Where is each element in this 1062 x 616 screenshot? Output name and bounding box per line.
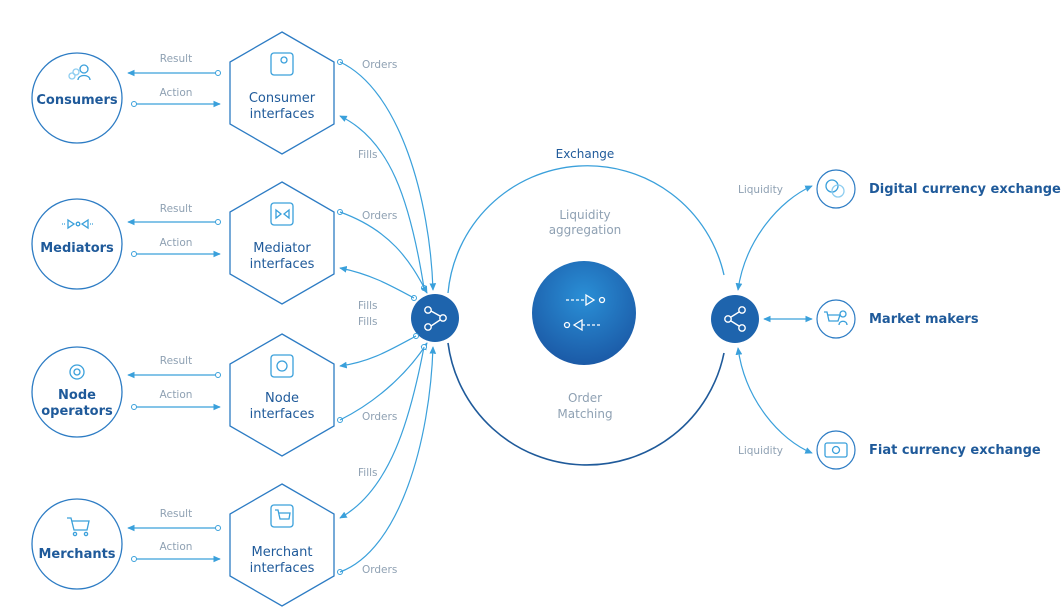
action-label: Action bbox=[160, 541, 193, 553]
exchange-group: Exchange Liquidity aggregation Order Mat… bbox=[411, 147, 759, 466]
participant-label: operators bbox=[41, 404, 113, 419]
result-label: Result bbox=[160, 508, 192, 520]
fills-label: Fills bbox=[358, 316, 378, 328]
fills-label: Fills bbox=[358, 149, 378, 161]
participant-row-merchants: Merchants Result Action Merchant interfa… bbox=[31, 467, 397, 607]
participant-label: Node bbox=[58, 388, 96, 403]
interface-label: Consumer bbox=[249, 91, 316, 106]
people-icon bbox=[270, 52, 294, 76]
share-icon bbox=[724, 306, 746, 332]
exchange-title: Exchange bbox=[556, 147, 615, 161]
participant-node bbox=[31, 52, 123, 144]
external-fiat-currency-exchange: Fiat currency exchange Liquidity bbox=[735, 347, 1041, 470]
people-icon bbox=[68, 64, 91, 81]
orders-label: Orders bbox=[362, 411, 397, 423]
liquidity-flow bbox=[735, 347, 813, 454]
cart-icon bbox=[67, 517, 90, 537]
external-node bbox=[816, 430, 856, 470]
interface-label: Node bbox=[265, 391, 299, 406]
participant-label: Consumers bbox=[36, 93, 117, 108]
liquidity-aggregation-line2: aggregation bbox=[549, 223, 622, 237]
external-market-makers: Market makers bbox=[763, 299, 979, 339]
liquidity-label: Liquidity bbox=[738, 184, 783, 196]
participant-row-node-operators: Node operators Result Action Node interf… bbox=[31, 316, 397, 457]
participant-row-consumers: Consumers Result Action Consumer interfa… bbox=[31, 31, 397, 161]
gear-icon bbox=[270, 354, 294, 378]
external-node bbox=[816, 169, 856, 209]
cart-icon bbox=[270, 504, 294, 528]
gear-icon bbox=[69, 364, 85, 380]
participant-label: Merchants bbox=[38, 547, 115, 562]
orders-flow bbox=[339, 342, 428, 421]
fills-flow bbox=[339, 266, 415, 299]
orders-flow bbox=[339, 346, 437, 573]
external-label: Fiat currency exchange bbox=[869, 443, 1041, 458]
external-node bbox=[816, 299, 856, 339]
interface-hexagon bbox=[229, 181, 335, 305]
mediator-icon bbox=[62, 218, 94, 230]
share-icon bbox=[424, 306, 447, 331]
participant-row-mediators: Mediators Result Action Mediator interfa… bbox=[31, 181, 397, 312]
orders-label: Orders bbox=[362, 59, 397, 71]
external-digital-currency-exchange: Digital currency exchange Liquidity bbox=[735, 169, 1061, 291]
result-label: Result bbox=[160, 53, 192, 65]
liquidity-aggregation-line1: Liquidity bbox=[559, 208, 610, 222]
interface-label: interfaces bbox=[250, 407, 315, 422]
liquidity-flow bbox=[735, 185, 813, 291]
cart-person-icon bbox=[824, 310, 848, 326]
interface-label: interfaces bbox=[250, 107, 315, 122]
participant-node bbox=[31, 198, 123, 290]
interface-hexagon bbox=[229, 333, 335, 457]
action-label: Action bbox=[160, 237, 193, 249]
order-fill-flows bbox=[337, 59, 437, 575]
interface-label: interfaces bbox=[250, 257, 315, 272]
fills-flow bbox=[339, 115, 425, 289]
mediator-icon bbox=[270, 202, 294, 226]
interface-label: Merchant bbox=[252, 545, 313, 560]
interface-label: interfaces bbox=[250, 561, 315, 576]
orders-flow bbox=[339, 211, 428, 294]
banknote-icon bbox=[824, 442, 848, 458]
order-matching-line2: Matching bbox=[557, 407, 612, 421]
result-label: Result bbox=[160, 355, 192, 367]
order-matching-line1: Order bbox=[568, 391, 602, 405]
exchange-arc-bottom bbox=[447, 342, 725, 466]
participant-node bbox=[31, 346, 123, 438]
orders-label: Orders bbox=[362, 564, 397, 576]
result-label: Result bbox=[160, 203, 192, 215]
right-hub-node bbox=[711, 295, 759, 343]
orders-flow bbox=[339, 61, 437, 291]
fills-label: Fills bbox=[358, 467, 378, 479]
interface-hexagon bbox=[229, 31, 335, 155]
fills-label: Fills bbox=[358, 300, 378, 312]
participant-label: Mediators bbox=[40, 241, 114, 256]
participant-node bbox=[31, 498, 123, 590]
orders-label: Orders bbox=[362, 210, 397, 222]
order-matching-icon bbox=[563, 293, 606, 332]
interface-hexagon bbox=[229, 483, 335, 607]
action-label: Action bbox=[160, 87, 193, 99]
exchange-arc-top bbox=[447, 165, 725, 294]
fills-flow bbox=[339, 335, 417, 369]
coins-icon bbox=[825, 179, 845, 198]
external-label: Digital currency exchange bbox=[869, 182, 1061, 197]
liquidity-label: Liquidity bbox=[738, 445, 783, 457]
left-hub-node bbox=[411, 294, 459, 342]
action-label: Action bbox=[160, 389, 193, 401]
external-label: Market makers bbox=[869, 312, 979, 327]
interface-label: Mediator bbox=[253, 241, 311, 256]
order-matching-engine bbox=[532, 261, 636, 365]
fills-flow bbox=[339, 346, 425, 519]
